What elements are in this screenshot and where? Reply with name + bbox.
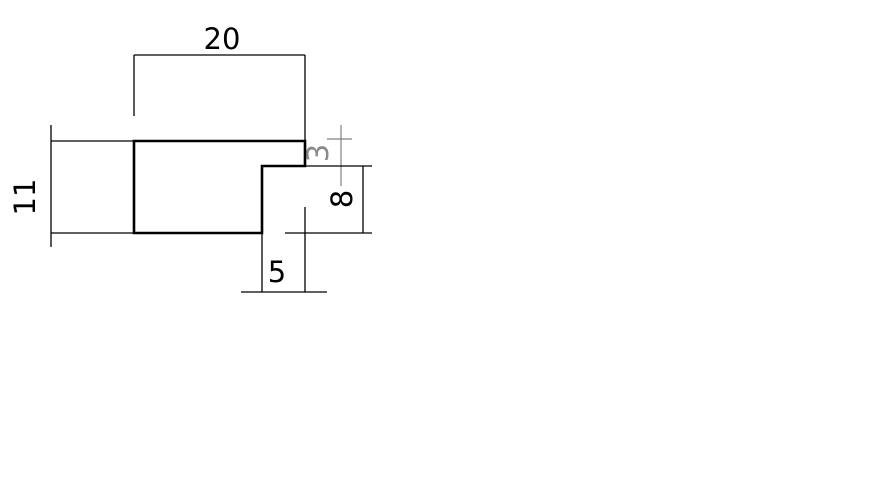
- dimension-group-3: 3: [301, 125, 352, 186]
- dimension-group-20: 20: [133, 22, 306, 141]
- dimension-group-11: 11: [8, 125, 134, 247]
- dimension-group-5: 5: [241, 207, 327, 293]
- dim-label-5: 5: [268, 255, 286, 289]
- dim-label-11: 11: [8, 179, 42, 216]
- l-shaped-profile-outline: [132, 139, 307, 235]
- dim-label-20: 20: [204, 22, 241, 56]
- dim-label-3: 3: [301, 144, 335, 162]
- dimension-group-8: 8: [285, 165, 372, 234]
- dim-label-8: 8: [325, 190, 359, 208]
